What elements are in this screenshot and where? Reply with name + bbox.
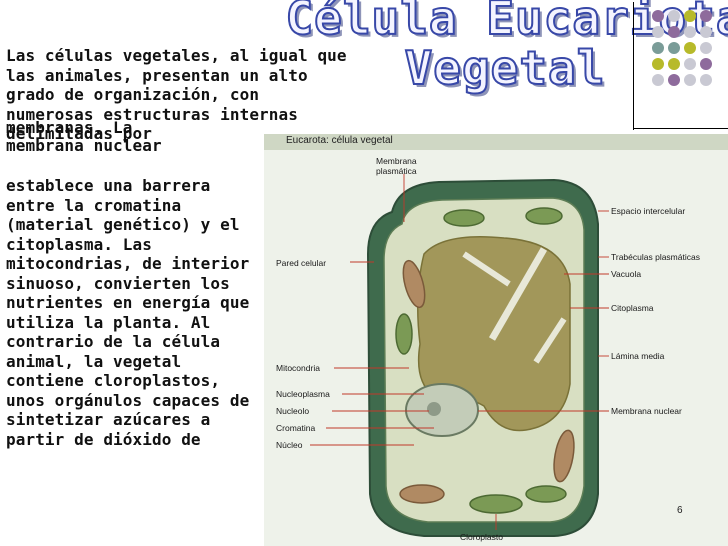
- label-mitocondria: Mitocondria: [276, 363, 320, 373]
- title-line-2: Vegetal: [404, 41, 606, 95]
- label-citoplasma: Citoplasma: [611, 303, 654, 313]
- label-cloroplasto: Cloroplasto: [460, 532, 503, 542]
- cell-illustration: [310, 174, 609, 537]
- label-nucleolo: Nucleolo: [276, 406, 310, 416]
- plant-cell-diagram: Eucarota: célula vegetal: [264, 134, 728, 546]
- label-cromatina: Cromatina: [276, 423, 316, 433]
- label-membrana-plasmatica: Membrana plasmática: [376, 156, 417, 176]
- slide-title: Célula Eucariota Vegetal: [280, 0, 728, 95]
- label-membrana-nuclear: Membrana nuclear: [611, 406, 682, 416]
- diagram-header-bar: [264, 134, 728, 150]
- label-nucleo: Núcleo: [276, 440, 303, 450]
- slide-page-number: 6: [677, 505, 683, 516]
- label-espacio-intercelular: Espacio intercelular: [611, 206, 686, 216]
- diagram-title: Eucarota: célula vegetal: [286, 135, 393, 146]
- label-pared-celular: Pared celular: [276, 258, 327, 268]
- body-paragraph-1: Las células vegetales, al igual que las …: [6, 46, 347, 143]
- divider-vertical: [633, 2, 634, 130]
- body-overlap-line-b: membrana nuclear: [6, 136, 162, 155]
- divider-horizontal: [633, 128, 728, 129]
- label-lamina-media: Lámina media: [611, 351, 665, 361]
- body-overlap-line-a: membranas. La: [6, 118, 133, 137]
- label-vacuola: Vacuola: [611, 269, 642, 279]
- label-nucleoplasma: Nucleoplasma: [276, 389, 330, 399]
- body-paragraph-2: establece una barrera entre la cromatina…: [6, 176, 250, 449]
- label-trabeculas-plasmaticas: Trabéculas plasmáticas: [611, 252, 700, 262]
